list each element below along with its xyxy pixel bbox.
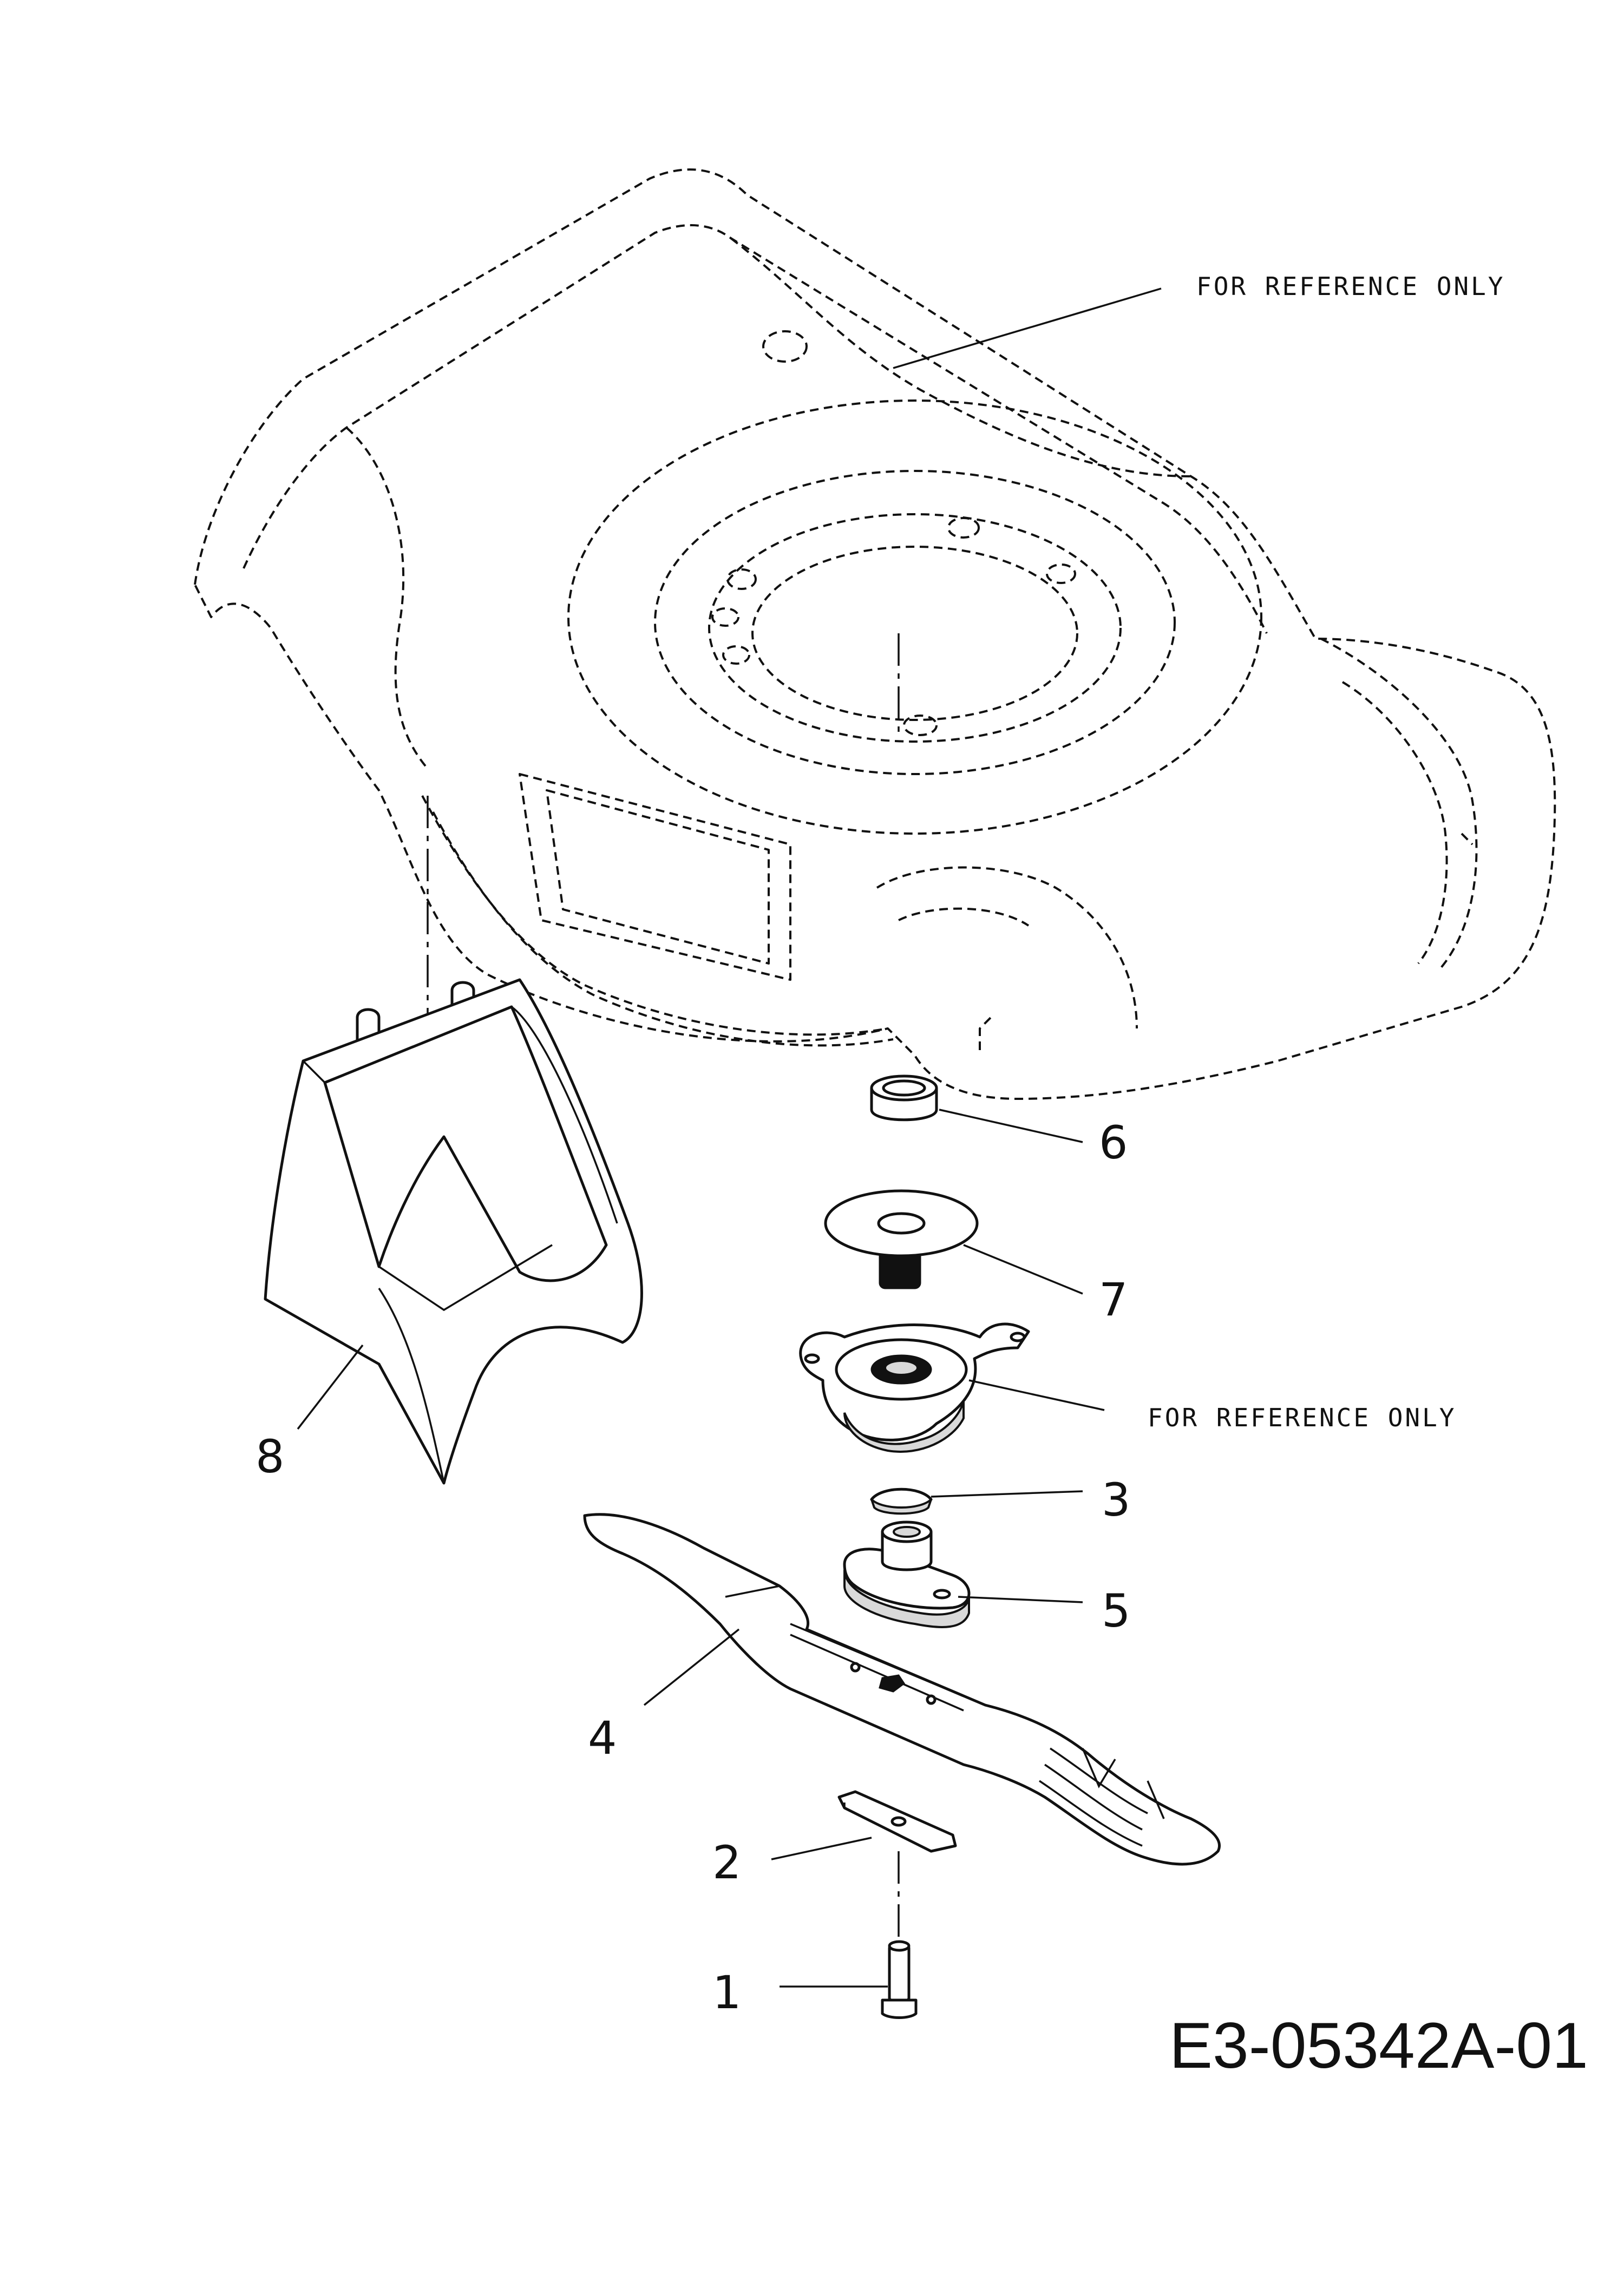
drawing-code: E3-05342A-01 [1169, 2009, 1588, 2082]
callout-1: 1 [712, 1966, 741, 2019]
reference-note-flange: FOR REFERENCE ONLY [1148, 1403, 1457, 1432]
motor-flange-reference [799, 1322, 1030, 1453]
blade-adapter [843, 1520, 971, 1628]
callout-5: 5 [1102, 1584, 1130, 1637]
callout-4: 4 [588, 1712, 617, 1765]
key [870, 1487, 933, 1515]
blade-support [837, 1790, 957, 1853]
leader-flange [968, 1379, 1105, 1411]
callout-8: 8 [256, 1430, 284, 1483]
callout-2: 2 [712, 1836, 741, 1889]
discharge-chute [264, 978, 643, 1485]
leader-deck [893, 287, 1162, 369]
leader-4 [643, 1628, 740, 1706]
leader-6 [939, 1109, 1083, 1143]
leader-8 [297, 1344, 364, 1430]
leader-3 [931, 1490, 1083, 1498]
reference-note-deck: FOR REFERENCE ONLY [1196, 272, 1505, 301]
bolt [881, 1940, 918, 2019]
callout-6: 6 [1099, 1116, 1128, 1169]
leader-5 [958, 1596, 1083, 1603]
blade [583, 1513, 1221, 1866]
callout-7: 7 [1099, 1273, 1128, 1326]
spacer-washer [824, 1189, 979, 1289]
callout-3: 3 [1102, 1473, 1130, 1526]
bushing [870, 1074, 938, 1122]
leader-2 [771, 1837, 872, 1860]
mower-deck-outline [194, 168, 1556, 1100]
leader-7 [963, 1244, 1083, 1295]
